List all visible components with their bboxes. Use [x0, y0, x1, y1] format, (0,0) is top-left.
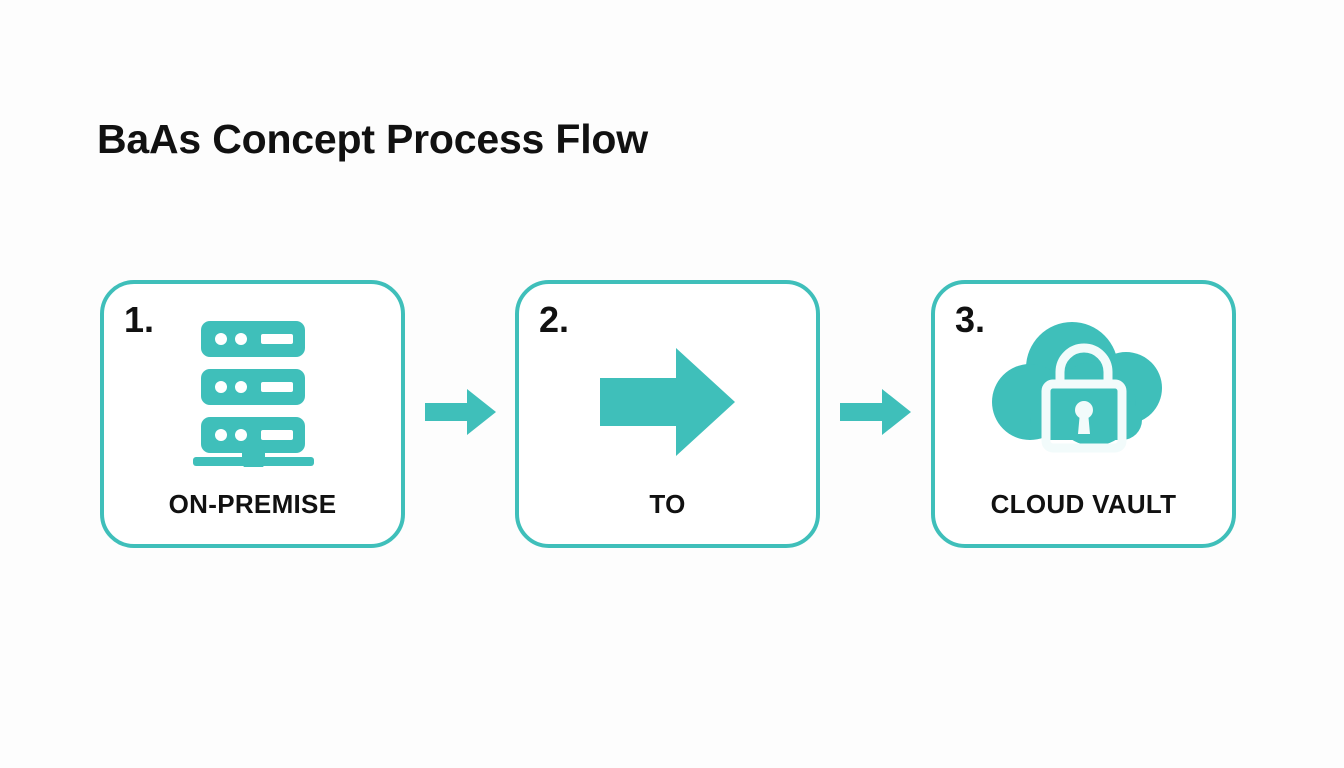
- server-rack-icon: [104, 312, 401, 472]
- flow-step-to[interactable]: 2. TO: [515, 280, 820, 548]
- flow-step-on-premise[interactable]: 1.: [100, 280, 405, 548]
- step-number: 1.: [124, 299, 155, 340]
- step-number: 2.: [539, 299, 570, 340]
- arrow-right-connector-icon: [840, 388, 912, 436]
- step-label: TO: [649, 489, 686, 519]
- arrow-right-icon: [519, 322, 816, 482]
- step-label: CLOUD VAULT: [990, 489, 1177, 519]
- flow-step-cloud-vault[interactable]: 3.: [931, 280, 1236, 548]
- page-title: BaAs Concept Process Flow: [97, 116, 648, 162]
- process-flow-row: 1.: [100, 280, 1236, 548]
- cloud-lock-icon: [935, 310, 1232, 470]
- step-number: 3.: [955, 299, 986, 340]
- step-label: ON-PREMISE: [168, 489, 337, 519]
- arrow-right-connector-icon: [425, 388, 497, 436]
